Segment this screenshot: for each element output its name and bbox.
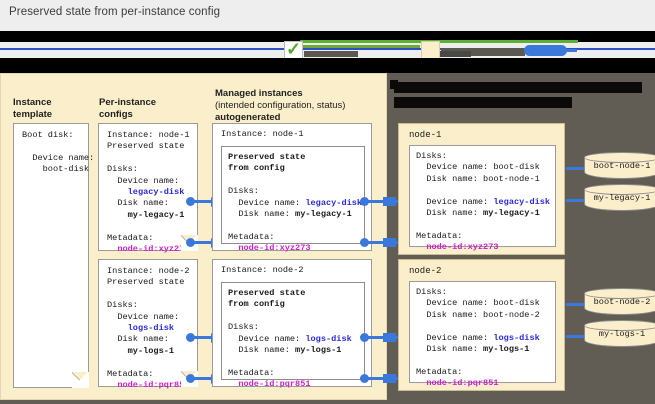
per-instance-config-card-node-1: Instance: node-1 Preserved state Disks: … <box>98 123 198 254</box>
page-title: Preserved state from per-instance config <box>9 6 221 18</box>
legend-green-rule-secondary <box>296 45 420 48</box>
node-name-label-1: node-1 <box>409 130 442 140</box>
connector-line-disk-2 <box>193 336 213 339</box>
mi-line1: Managed instances <box>215 88 303 99</box>
connector-dot-out-disk-2 <box>360 333 369 342</box>
disk-link-line-2b <box>566 335 586 338</box>
disk-cylinder-boot-node-1: boot-node-1 <box>584 152 655 180</box>
node-details-text-1: Disks: Device name: boot-disk Disk name:… <box>416 151 551 253</box>
per-instance-config-card-node-2: Instance: node-2 Preserved state Disks: … <box>98 259 198 390</box>
disk-cylinder-my-legacy-1: my-legacy-1 <box>584 184 655 212</box>
mi-line3: autogenerated <box>215 112 281 123</box>
instance-template-card: Boot disk: Device name: boot-disk <box>13 123 95 388</box>
runtime-heading-redacted-line1 <box>394 82 642 93</box>
disk-link-line-1b <box>566 199 586 202</box>
connector-line-out-meta-2 <box>367 377 387 380</box>
connector-square-meta-1 <box>383 238 396 247</box>
node-card-node-1: node-1 Disks: Device name: boot-disk Dis… <box>398 123 565 255</box>
connector-dot-out-disk-1 <box>360 197 369 206</box>
preserved-state-box-node-2: Preserved state from config Disks: Devic… <box>221 282 365 389</box>
mi-line2: (intended configuration, status) <box>215 100 346 111</box>
per-instance-config-text-node-1: Instance: node-1 Preserved state Disks: … <box>107 130 190 255</box>
per-instance-config-text-node-2: Instance: node-2 Preserved state Disks: … <box>107 266 190 391</box>
node-name-label-2: node-2 <box>409 266 442 276</box>
runtime-heading-redacted-line2 <box>394 97 572 108</box>
connector-dot-disk-1 <box>186 197 195 206</box>
legend-blue-rule <box>0 48 655 50</box>
instance-template-text: Boot disk: Device name: boot-disk <box>22 130 95 175</box>
connector-dot-meta-2 <box>186 374 195 383</box>
green-check-icon: ✓ <box>286 39 302 59</box>
disk-link-line-1a <box>566 167 586 170</box>
connector-square-meta-2 <box>383 374 396 383</box>
panel-bottom-strip <box>0 400 655 404</box>
preserved-state-text-node-1: Preserved state from config Disks: Devic… <box>228 152 363 254</box>
disk-label: my-legacy-1 <box>593 193 651 203</box>
disk-cylinder-boot-node-2: boot-node-2 <box>584 288 655 316</box>
dogear-fold <box>72 372 89 388</box>
disk-label: boot-node-2 <box>593 297 651 307</box>
connector-line-disk-1 <box>193 200 213 203</box>
node-details-text-2: Disks: Device name: boot-disk Disk name:… <box>416 287 540 389</box>
node-card-node-2: node-2 Disks: Device name: boot-disk Dis… <box>398 259 565 391</box>
legend-redacted-label-2 <box>441 48 525 56</box>
preserved-state-text-node-2: Preserved state from config Disks: Devic… <box>228 288 352 390</box>
legend-band: ✓ <box>0 29 655 73</box>
connector-line-out-disk-2 <box>367 336 387 339</box>
connector-line-out-disk-1 <box>367 200 387 203</box>
connector-line-meta-2 <box>193 377 213 380</box>
node-details-box-2: Disks: Device name: boot-disk Disk name:… <box>409 281 556 388</box>
preserved-state-box-node-1: Preserved state from config Disks: Devic… <box>221 146 365 253</box>
connector-line-out-meta-1 <box>367 241 387 244</box>
connector-square-disk-1 <box>383 197 396 206</box>
blue-blob-icon <box>524 45 567 56</box>
connector-dot-meta-1 <box>186 238 195 247</box>
column-heading-managed-instances: Managed instances (intended configuratio… <box>215 88 345 124</box>
node-details-box-1: Disks: Device name: boot-disk Disk name:… <box>409 145 556 252</box>
legend-redacted-label-3 <box>440 51 471 57</box>
disk-link-line-2a <box>566 303 586 306</box>
connector-dot-out-meta-2 <box>360 374 369 383</box>
legend-redacted-bottom <box>0 58 655 73</box>
blue-blob-tail <box>559 49 577 52</box>
managed-instance-title-node-2: Instance: node-2 <box>221 265 304 275</box>
connector-square-disk-2 <box>383 333 396 342</box>
disk-label: my-logs-1 <box>598 329 646 339</box>
legend-redacted-top <box>0 31 655 42</box>
title-bar: Preserved state from per-instance config <box>0 0 655 29</box>
managed-instance-title-node-1: Instance: node-1 <box>221 129 304 139</box>
managed-instance-card-node-1: Instance: node-1 Preserved state from co… <box>212 123 372 253</box>
connector-dot-disk-2 <box>186 333 195 342</box>
managed-instance-card-node-2: Instance: node-2 Preserved state from co… <box>212 259 372 389</box>
connector-dot-out-meta-1 <box>360 238 369 247</box>
disk-label: boot-node-1 <box>593 161 651 171</box>
connector-line-meta-1 <box>193 241 213 244</box>
disk-cylinder-my-logs-1: my-logs-1 <box>584 320 655 348</box>
legend-redacted-label-1 <box>304 51 358 57</box>
